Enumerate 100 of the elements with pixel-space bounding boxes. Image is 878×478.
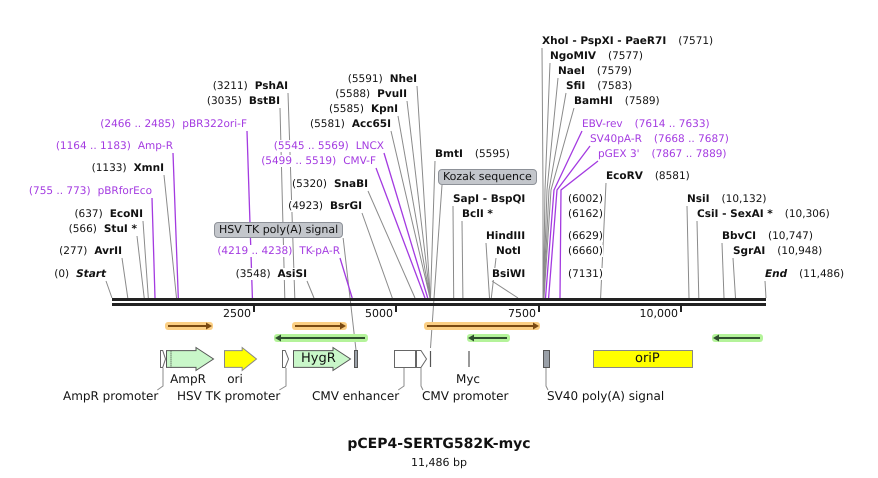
leader-line <box>544 130 583 298</box>
feature-name: ori <box>227 373 243 386</box>
primer-name: Amp-R <box>138 140 173 152</box>
position-label: (7583) <box>597 80 632 92</box>
feature-label: AmpR promoter <box>63 390 158 403</box>
leader-line <box>368 190 416 298</box>
position-label: (5581) <box>310 118 345 130</box>
leader-line <box>390 130 430 298</box>
position-label: (6660) <box>568 245 603 257</box>
leader-line <box>339 258 353 298</box>
enzyme-name: BstBI <box>248 95 280 107</box>
position-label: (3211) <box>212 80 248 92</box>
enzyme-name: EcoNI <box>110 208 143 220</box>
feature-label: SV40 poly(A) signal <box>547 390 664 403</box>
leader-line <box>136 236 145 298</box>
enzyme-name: XmnI <box>134 162 164 174</box>
position-label: (6002) <box>568 193 603 205</box>
position-label: (5499 .. 5519) <box>261 155 336 167</box>
enzyme-name: Start <box>76 268 106 280</box>
leader-line <box>156 368 164 390</box>
enzyme-name: SgrAI <box>733 245 766 257</box>
position-label: (566) <box>68 223 97 235</box>
enzyme-name: PvuII <box>377 88 407 100</box>
leader-line <box>686 206 690 298</box>
primer-name: pGEX 3' <box>598 148 640 160</box>
primer-name: CMV-F <box>343 155 376 167</box>
leader-line <box>486 242 490 298</box>
feature-label: CMV enhancer <box>312 390 400 403</box>
map-title: pCEP4-SERTG582K-myc <box>346 438 532 451</box>
leader-line <box>306 280 314 298</box>
leader-line <box>544 108 574 298</box>
feature-tag: Kozak sequence <box>438 169 537 185</box>
leader-line <box>722 242 724 298</box>
leader-line <box>430 160 436 298</box>
position-label: (7668 .. 7687) <box>654 133 729 145</box>
enzyme-name: BsiWI <box>492 268 526 280</box>
enzyme-name: SfiI <box>566 80 586 92</box>
leader-line <box>342 238 356 350</box>
primer-name: pBRforEco <box>98 185 152 197</box>
feature-name: Myc <box>456 373 480 386</box>
leader-line <box>543 92 566 298</box>
enzyme-name: BsrGI <box>330 200 362 212</box>
enzyme-name: NheI <box>390 73 417 85</box>
primer-name: pBR322ori-F <box>182 118 247 130</box>
position-label: (1133) <box>92 162 127 174</box>
position-label: (5320) <box>292 178 327 190</box>
leader-line <box>106 280 112 298</box>
position-label: (7579) <box>596 65 632 77</box>
enzyme-name: KpnI <box>370 103 398 115</box>
position-label: (7867 .. 7889) <box>652 148 727 160</box>
enzyme-name: SnaBI <box>334 178 368 190</box>
scale-label: 2500 <box>223 307 251 320</box>
enzyme-name: XhoI - PspXI - PaeR7I <box>542 35 666 47</box>
position-label: (0) <box>54 268 70 280</box>
leader-line <box>764 280 766 298</box>
enzyme-name: StuI * <box>104 223 137 235</box>
position-label: (7571) <box>678 35 714 47</box>
feature-tag: HSV TK poly(A) signal <box>214 222 344 238</box>
leader-line <box>452 206 454 298</box>
position-label: (3548) <box>236 268 271 280</box>
leader-line <box>696 220 700 298</box>
enzyme-name: NgoMIV <box>550 50 596 62</box>
scale-label: 5000 <box>365 307 393 320</box>
enzyme-name: EcoRV <box>606 170 643 182</box>
leader-line <box>375 168 426 298</box>
enzyme-name: BmtI <box>435 148 463 160</box>
enzyme-name: SapI - BspQI <box>453 193 526 205</box>
position-label: (1164 .. 1183) <box>56 140 131 152</box>
leader-line <box>543 78 558 298</box>
position-label: (7614 .. 7633) <box>634 118 710 130</box>
enzyme-name: NaeI <box>558 65 585 77</box>
position-label: (10,948) <box>777 245 822 257</box>
position-label: (6629) <box>568 230 603 242</box>
leader-line <box>559 160 598 298</box>
leader-line <box>122 258 128 298</box>
position-label: (5595) <box>474 148 510 160</box>
position-label: (7589) <box>624 95 660 107</box>
leader-line <box>164 174 177 298</box>
leader-line <box>462 220 464 298</box>
enzyme-name: BbvCI <box>722 230 756 242</box>
position-label: (277) <box>59 245 88 257</box>
primer-name: TK-pA-R <box>299 245 340 257</box>
position-label: (3035) <box>206 95 242 107</box>
enzyme-name: BclI * <box>462 208 493 220</box>
enzyme-name: NsiI <box>687 193 710 205</box>
enzyme-name: CsiI - SexAI * <box>697 208 773 220</box>
leader-line <box>362 212 393 298</box>
primer-name: SV40pA-R <box>590 133 642 145</box>
feature-name: AmpR <box>170 373 206 386</box>
leader-line <box>546 368 548 390</box>
scale-label: 7500 <box>508 307 536 320</box>
primer-name: LNCX <box>356 140 384 152</box>
enzyme-name: BamHI <box>574 95 613 107</box>
leader-line <box>278 368 286 390</box>
position-label: (5545 .. 5569) <box>274 140 349 152</box>
leader-line <box>142 220 149 298</box>
enzyme-name: AvrII <box>94 245 122 257</box>
leader-line <box>492 280 518 298</box>
position-label: (755 .. 773) <box>28 185 91 197</box>
leader-line <box>172 152 179 298</box>
